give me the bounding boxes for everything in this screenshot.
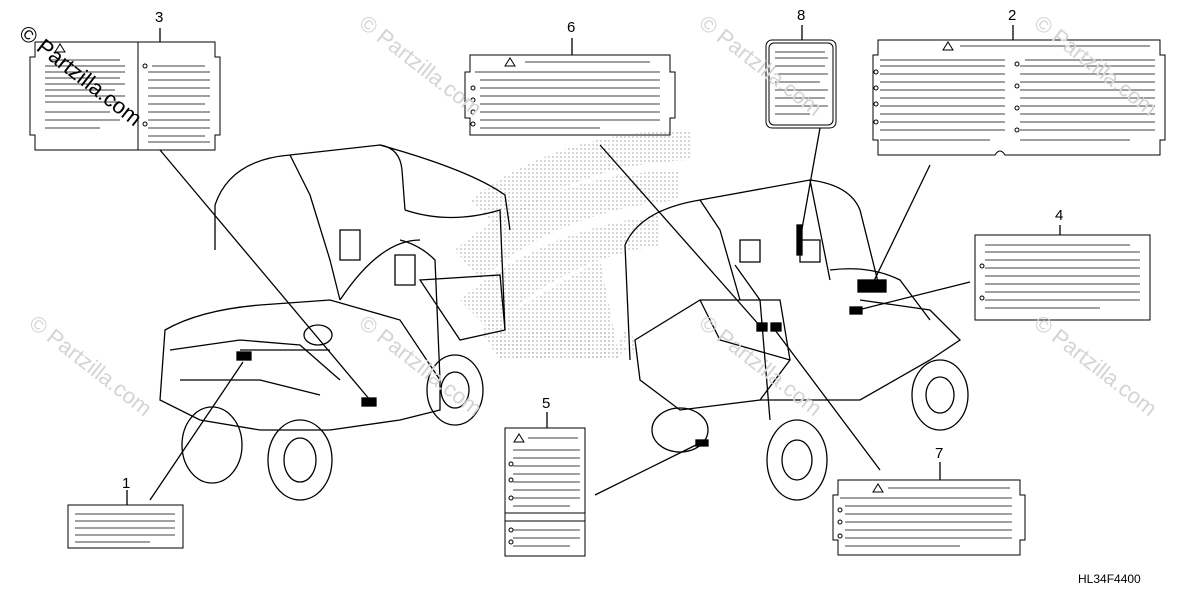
label-8 bbox=[765, 39, 837, 129]
callout-7: 7 bbox=[935, 445, 944, 462]
label-5 bbox=[504, 427, 586, 557]
callout-6: 6 bbox=[567, 19, 576, 36]
stippled-logo-background: HONDA bbox=[455, 130, 690, 367]
svg-text:HONDA: HONDA bbox=[495, 323, 642, 367]
label-7 bbox=[832, 479, 1026, 556]
vehicle-front-view bbox=[159, 144, 511, 501]
label-3 bbox=[29, 41, 221, 151]
vehicle-rear-view bbox=[624, 179, 969, 501]
label-1 bbox=[67, 504, 184, 549]
label-4 bbox=[974, 234, 1151, 321]
label-6 bbox=[464, 54, 676, 136]
label-2 bbox=[872, 39, 1166, 156]
diagram-code: HL34F4400 bbox=[1078, 572, 1141, 586]
leader-lines bbox=[126, 25, 1061, 505]
callout-8: 8 bbox=[797, 7, 806, 24]
callout-4: 4 bbox=[1055, 207, 1064, 224]
callout-5: 5 bbox=[542, 395, 551, 412]
callout-3: 3 bbox=[155, 9, 164, 26]
callout-1: 1 bbox=[122, 475, 131, 492]
callout-2: 2 bbox=[1008, 7, 1017, 24]
